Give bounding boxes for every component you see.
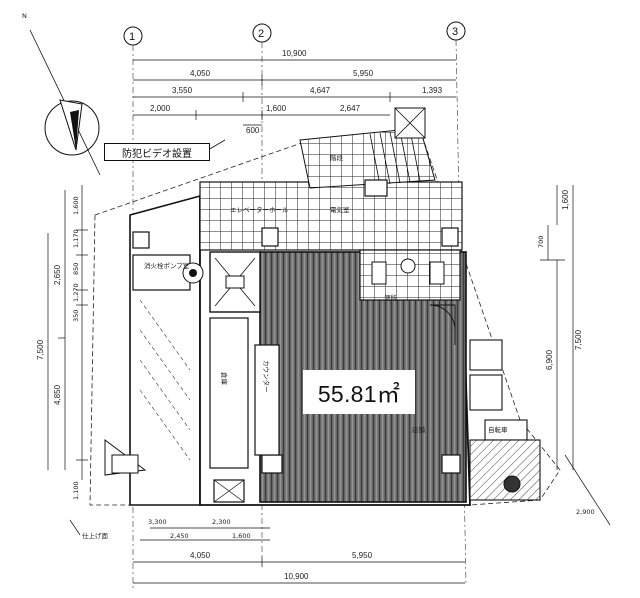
bike-area [469, 439, 541, 501]
tiled-hall [199, 181, 463, 251]
north-arrow: N [22, 12, 101, 176]
dim-top-sub-f: 2,647 [340, 104, 361, 113]
dim-bottom-sub-d: 2,300 [212, 518, 231, 526]
dim-top-sub-a: 3,550 [172, 86, 193, 95]
label-stairs: 階段 [330, 153, 344, 162]
dim-top-sub-e: 1,600 [266, 104, 287, 113]
label-bike: 自転車 [488, 425, 508, 434]
top-dimensions [133, 59, 456, 126]
grid-axis-label: 1 [129, 31, 135, 43]
dim-top-overall: 10,900 [282, 49, 307, 58]
label-counter: カウンター [262, 360, 271, 393]
label-hall: エレベーターホール [230, 205, 289, 214]
floor-area-panel: 55.81㎡ [303, 370, 415, 414]
camera-leader [207, 139, 226, 151]
dim-left-sub-c: 850 [72, 263, 80, 275]
dim-top-sub-b: 4,647 [310, 86, 331, 95]
dim-right-seg-b: 1,600 [561, 189, 570, 210]
elevator-shaft [209, 251, 261, 313]
dim-left-seg-a: 2,650 [53, 264, 62, 285]
dim-left-seg-b: 4,850 [53, 384, 62, 405]
north-label: N [22, 12, 27, 20]
right-dimensions [540, 185, 611, 526]
dim-top-seg-a: 4,050 [190, 69, 211, 78]
dim-right-sub-a: 700 [537, 236, 545, 248]
stair-area [299, 127, 436, 189]
dim-top-sub-c: 1,393 [422, 86, 443, 95]
dim-left-sub-a: 1,600 [72, 196, 80, 215]
dim-right-diag: 2,900 [576, 508, 595, 516]
bottom-left-box [104, 439, 147, 476]
grid-axis-1: 1 [123, 26, 143, 590]
dim-bottom-seg-a: 4,050 [190, 551, 211, 560]
pump-room [132, 254, 204, 291]
bottom-dimensions [69, 519, 465, 584]
dim-right-seg-a: 6,900 [545, 349, 554, 370]
grid-axis-label: 3 [452, 26, 458, 38]
grid-axis-3: 3 [446, 21, 467, 586]
columns [132, 179, 461, 474]
security-camera-label: 防犯ビデオ設置 [104, 143, 210, 161]
dim-left-sub-f: 1,100 [72, 481, 80, 500]
dim-left-sub-d: 1,270 [72, 283, 80, 302]
label-pump: 消火栓ポンプ室 [144, 261, 190, 270]
dim-right-overall: 7,500 [574, 329, 583, 350]
dim-bottom-note: 仕上げ面 [82, 531, 109, 540]
dim-bottom-sub-c: 3,300 [148, 518, 167, 526]
dim-top-sub-d: 2,000 [150, 104, 171, 113]
dim-top-seg-b: 5,950 [353, 69, 374, 78]
floor-area-text: 55.81㎡ [317, 381, 401, 407]
dim-bottom-sub-a: 2,450 [170, 532, 189, 540]
left-dim-texts: 7,500 2,650 4,850 1,600 1,170 850 1,270 … [36, 196, 80, 500]
dim-left-overall: 7,500 [36, 339, 45, 360]
dim-top-sub-g: 600 [246, 126, 260, 135]
stair-steps [369, 129, 421, 186]
dim-bottom-sub-b: 1,600 [232, 532, 251, 540]
door-swing [429, 304, 456, 345]
dim-left-sub-b: 1,170 [72, 229, 80, 248]
left-parking [139, 299, 191, 461]
label-electric: 電気室 [330, 205, 350, 214]
left-dimensions [47, 185, 88, 480]
label-toilet: 便所 [384, 293, 398, 302]
grid-axis-2: 2 [252, 23, 272, 560]
dim-left-sub-e: 350 [72, 310, 80, 322]
label-storage: 倉庫 [220, 372, 229, 386]
right-rooms [469, 339, 528, 441]
dim-bottom-seg-b: 5,950 [352, 551, 373, 560]
grid-axis-label: 2 [258, 28, 264, 40]
dim-bottom-overall: 10,900 [284, 572, 309, 581]
label-tenant: 店舗 [412, 425, 426, 434]
